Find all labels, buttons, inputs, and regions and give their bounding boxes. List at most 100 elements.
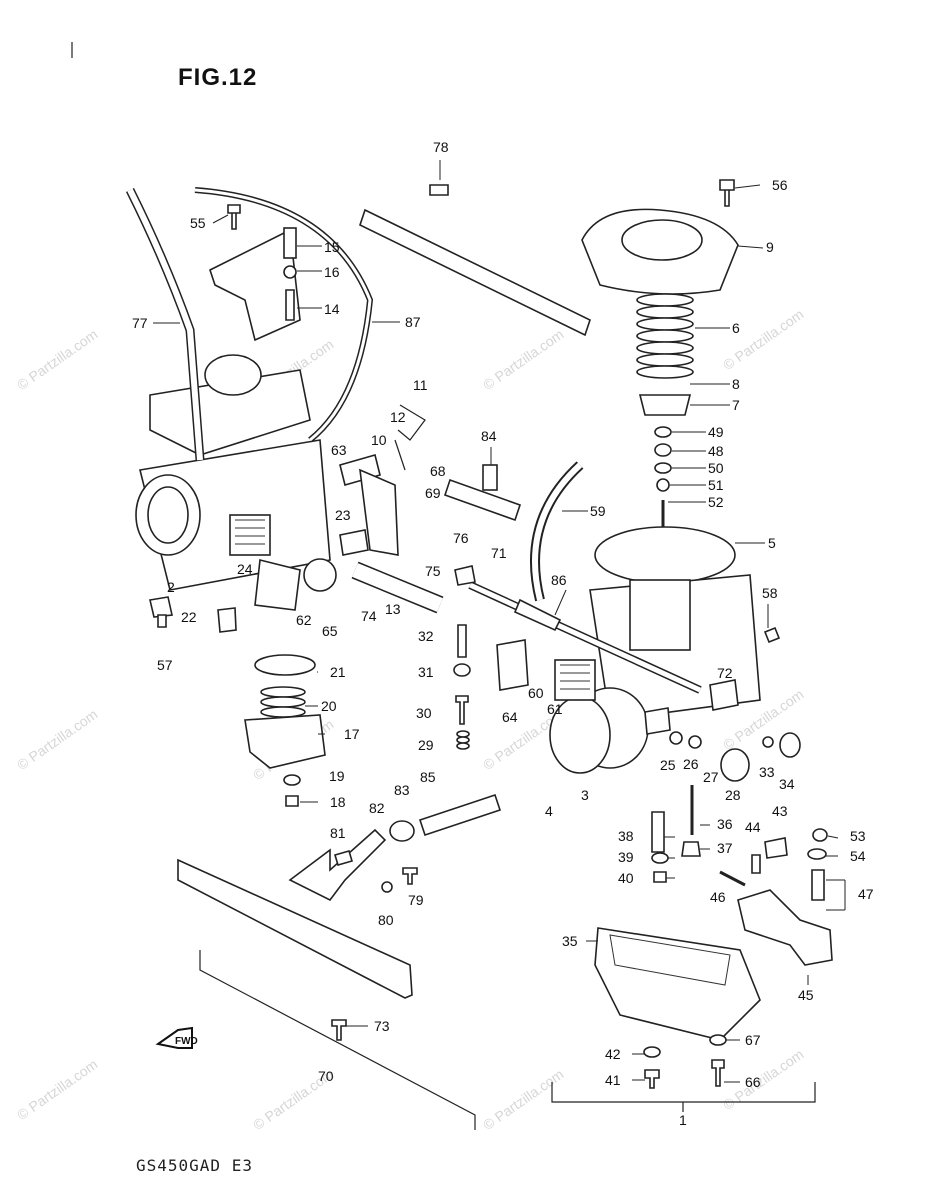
callout-label: 1 <box>679 1112 687 1128</box>
part-11 <box>397 404 426 441</box>
bracket-43 <box>764 837 788 859</box>
bracket-line-70 <box>199 950 476 1130</box>
callout-label: 16 <box>324 264 340 280</box>
callout-label: 84 <box>481 428 497 444</box>
callout-label: 25 <box>660 757 676 773</box>
callout-label: 63 <box>331 442 347 458</box>
callout-label: 24 <box>237 561 253 577</box>
part-16-washer <box>283 265 297 279</box>
callout-label: 61 <box>547 701 563 717</box>
valve-47 <box>811 869 825 901</box>
callout-label: 42 <box>605 1046 621 1062</box>
part-49 <box>654 426 672 438</box>
callout-label: 86 <box>551 572 567 588</box>
callout-label: 21 <box>330 664 346 680</box>
part-34 <box>779 732 801 758</box>
figure-title: FIG.12 <box>178 64 258 91</box>
callout-label: 22 <box>181 609 197 625</box>
bolt-85 <box>418 793 502 837</box>
callout-label: 18 <box>330 794 346 810</box>
part-15-sleeve <box>283 227 297 259</box>
jet-40 <box>653 871 667 883</box>
right-carb-piston <box>629 579 691 651</box>
top-cap-dome <box>621 219 703 261</box>
spring-86 <box>513 598 562 632</box>
cap-17 <box>244 714 326 769</box>
part-14-screw <box>285 289 295 321</box>
callout-label: 54 <box>850 848 866 864</box>
part-26 <box>669 731 683 745</box>
left-carb-spring-lines <box>235 519 265 545</box>
callout-label: 62 <box>296 612 312 628</box>
part-22 <box>217 607 237 633</box>
callout-label: 20 <box>321 698 337 714</box>
part-81 <box>334 850 353 866</box>
callout-label: 41 <box>605 1072 621 1088</box>
float-bowl-35 <box>594 927 761 1041</box>
part-72 <box>709 679 739 711</box>
nut-31 <box>453 663 471 677</box>
part-75 <box>688 735 702 749</box>
left-carb-bore <box>147 486 189 544</box>
fitting-84-stub <box>482 464 498 491</box>
callout-label: 67 <box>745 1032 761 1048</box>
callout-label: 83 <box>394 782 410 798</box>
callout-label: 66 <box>745 1074 761 1090</box>
screw-32 <box>457 624 467 658</box>
callout-label: 46 <box>710 889 726 905</box>
model-code: GS450GAD E3 <box>136 1156 253 1175</box>
diaphragm-5 <box>594 526 736 584</box>
callout-labels: 1 2 3 4 5 6 7 8 9 10 11 12 13 14 15 16 1… <box>132 139 874 1128</box>
part-53 <box>812 828 828 842</box>
callout-label: 11 <box>413 377 428 393</box>
callout-label: 87 <box>405 314 421 330</box>
part-25 <box>644 707 671 735</box>
part-23 <box>339 529 369 556</box>
callout-label: 30 <box>416 705 432 721</box>
callout-label: 47 <box>858 886 874 902</box>
callout-label: 65 <box>322 623 338 639</box>
pin-46 <box>719 870 746 887</box>
callout-label: 64 <box>502 709 518 725</box>
callout-label: 50 <box>708 460 724 476</box>
left-carb-bracket <box>254 559 301 611</box>
callout-label: 33 <box>759 764 775 780</box>
shaft-74-inner <box>352 563 443 612</box>
callout-label: 27 <box>703 769 719 785</box>
spring-6 <box>636 293 694 379</box>
callout-label: 80 <box>378 912 394 928</box>
screw-44 <box>751 854 761 874</box>
callout-label: 15 <box>324 239 340 255</box>
callout-label: 28 <box>725 787 741 803</box>
callout-label: 12 <box>390 409 406 425</box>
bracket-line-1 <box>551 1082 816 1103</box>
left-carb-top-cover <box>149 369 311 456</box>
callout-label: 17 <box>344 726 360 742</box>
callout-label: 29 <box>418 737 434 753</box>
washer-80 <box>381 881 393 893</box>
front-marker-label: FWD <box>175 1036 198 1047</box>
callout-label: 44 <box>745 819 761 835</box>
o-ring-54 <box>807 848 827 860</box>
callout-label: 51 <box>708 477 724 493</box>
callout-label: 26 <box>683 756 699 772</box>
callout-label: 73 <box>374 1018 390 1034</box>
jet-37 <box>681 841 701 857</box>
part-76 <box>454 565 476 586</box>
top-plate <box>359 208 591 337</box>
base-plate <box>177 858 413 999</box>
screw-57 <box>157 614 167 628</box>
part-51 <box>656 478 670 492</box>
bracket-64 <box>496 639 529 691</box>
callout-label: 4 <box>545 803 553 819</box>
jet-38 <box>651 811 665 853</box>
collar-83 <box>389 820 415 842</box>
callout-label: 31 <box>418 664 434 680</box>
callout-label: 56 <box>772 177 788 193</box>
left-carburetor-assembly <box>135 354 337 611</box>
callout-label: 53 <box>850 828 866 844</box>
hose-59-inner <box>532 462 583 601</box>
callout-label: 48 <box>708 443 724 459</box>
callout-label: 8 <box>732 376 740 392</box>
